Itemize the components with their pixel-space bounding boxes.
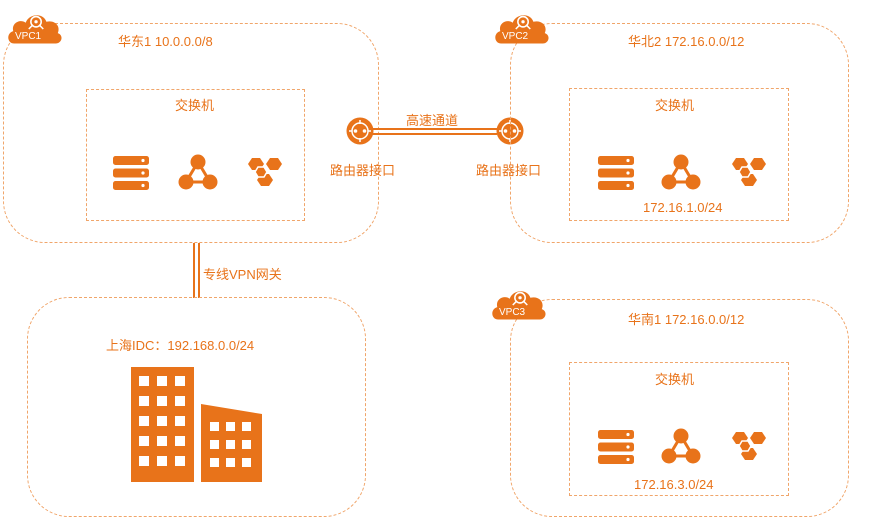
vpc2-badge: VPC2 [502, 31, 529, 42]
express-connect-link [372, 128, 497, 130]
server-icon [598, 430, 634, 464]
vpc3-switch-box [569, 362, 789, 496]
router-interface-label-left: 路由器接口 [330, 163, 396, 178]
vpn-gateway-label: 专线VPN网关 [203, 267, 282, 282]
vpc1-switch-label: 交换机 [175, 98, 215, 113]
express-connect-label: 高速通道 [406, 113, 459, 128]
hub-icon [178, 154, 218, 190]
vpc3-region [510, 299, 849, 517]
vpc1-title: 华东1 10.0.0.0/8 [118, 34, 213, 49]
cloud-badge-icon [490, 286, 548, 324]
security-cluster-icon [246, 156, 284, 190]
security-cluster-icon [730, 430, 768, 464]
router-interface-label-right: 路由器接口 [476, 163, 542, 178]
vpc1-badge: VPC1 [15, 31, 42, 42]
server-icon [598, 156, 634, 190]
vpc3-badge: VPC3 [499, 307, 526, 318]
cloud-badge-icon [6, 10, 64, 48]
vpn-gateway-link [193, 243, 195, 298]
vpc3-switch-label: 交换机 [655, 372, 695, 387]
vpc2-switch-label: 交换机 [655, 98, 695, 113]
vpc3-title: 华南1 172.16.0.0/12 [628, 312, 745, 327]
vpc2-region [510, 23, 849, 243]
idc-title: 上海IDC：192.168.0.0/24 [106, 338, 255, 353]
vpc2-subnet: 172.16.1.0/24 [643, 200, 723, 215]
idc-region [27, 297, 366, 517]
vpc2-switch-box [569, 88, 789, 221]
vpc3-subnet: 172.16.3.0/24 [634, 477, 714, 492]
building-icon [131, 367, 262, 482]
hub-icon [661, 428, 701, 464]
security-cluster-icon [730, 156, 768, 190]
vpc1-switch-box [86, 89, 305, 221]
vpc2-title: 华北2 172.16.0.0/12 [628, 34, 745, 49]
vpc1-region [3, 23, 379, 243]
server-icon [113, 156, 149, 190]
router-icon[interactable] [345, 116, 375, 146]
cloud-badge-icon [493, 10, 551, 48]
hub-icon [661, 154, 701, 190]
